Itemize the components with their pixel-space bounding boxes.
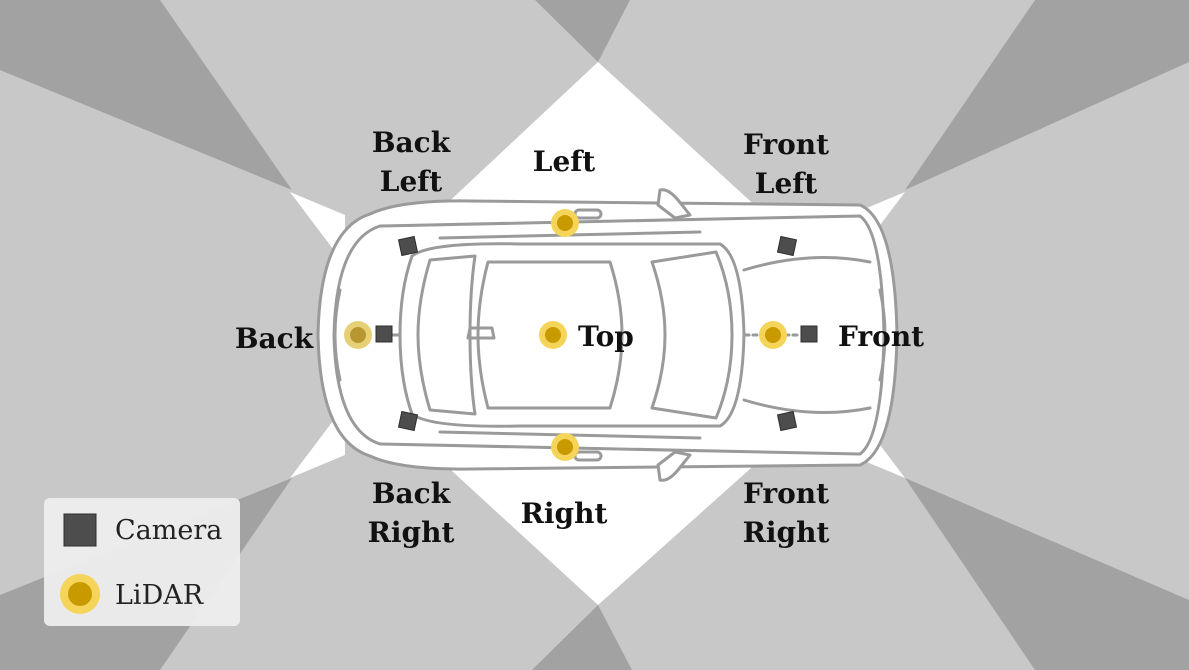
label-back-left-line2: Left <box>380 165 443 198</box>
camera-front <box>800 325 818 343</box>
fov-wedge-top-left-a <box>0 0 292 190</box>
hood-line-bottom <box>742 398 872 414</box>
hood-line-top <box>742 256 872 272</box>
legend-camera-swatch <box>63 513 97 547</box>
lidar-front <box>759 321 787 349</box>
camera-front-right <box>776 410 798 432</box>
label-front-left-line2: Left <box>755 167 818 200</box>
label-left: Left <box>533 145 596 178</box>
car-outline <box>316 188 899 482</box>
fov-wedge-top-center <box>535 0 630 62</box>
coverage-left-top <box>290 192 345 265</box>
rear-bumper <box>333 288 342 382</box>
label-top: Top <box>578 320 634 353</box>
label-front: Front <box>838 320 924 353</box>
fov-wedge-top-right <box>905 0 1189 190</box>
roof-antenna <box>466 326 496 340</box>
label-back: Back <box>235 322 314 355</box>
mirror-right <box>656 450 692 482</box>
label-front-right-line2: Right <box>743 516 830 549</box>
cameras <box>375 235 818 432</box>
lidar-top <box>539 321 567 349</box>
label-front-left-line1: Front <box>743 128 829 161</box>
coverage-left-bottom <box>290 405 345 478</box>
rear-windshield <box>416 254 477 416</box>
sensor-labels: Back Left Left Front Left Back Top Front… <box>235 126 924 549</box>
fov-wedge-bottom-right <box>905 478 1189 670</box>
camera-front-left <box>776 235 798 257</box>
car-roof <box>398 242 746 428</box>
lidar-back <box>344 321 372 349</box>
coverage-bottom <box>440 460 760 605</box>
label-back-right-line2: Right <box>368 516 455 549</box>
car-body-inner <box>332 214 886 456</box>
coverage-top <box>440 62 760 210</box>
legend-lidar-label: LiDAR <box>115 580 204 611</box>
label-front-right-line1: Front <box>743 477 829 510</box>
sunroof <box>476 260 624 410</box>
lidars <box>344 209 787 461</box>
legend-lidar-swatch-inner <box>68 582 92 606</box>
lidar-right <box>551 433 579 461</box>
camera-back <box>375 325 393 343</box>
label-right: Right <box>521 497 608 530</box>
camera-back-right <box>397 410 419 432</box>
front-windshield <box>650 250 734 420</box>
label-back-left-line1: Back <box>372 126 451 159</box>
legend-camera-label: Camera <box>115 515 222 546</box>
mirror-left <box>656 188 692 220</box>
fov-wedge-bottom-center <box>532 605 632 670</box>
label-back-right-line1: Back <box>372 477 451 510</box>
legend: Camera LiDAR <box>44 498 240 626</box>
camera-back-left <box>397 235 419 257</box>
lidar-left <box>551 209 579 237</box>
front-grille <box>878 288 887 382</box>
